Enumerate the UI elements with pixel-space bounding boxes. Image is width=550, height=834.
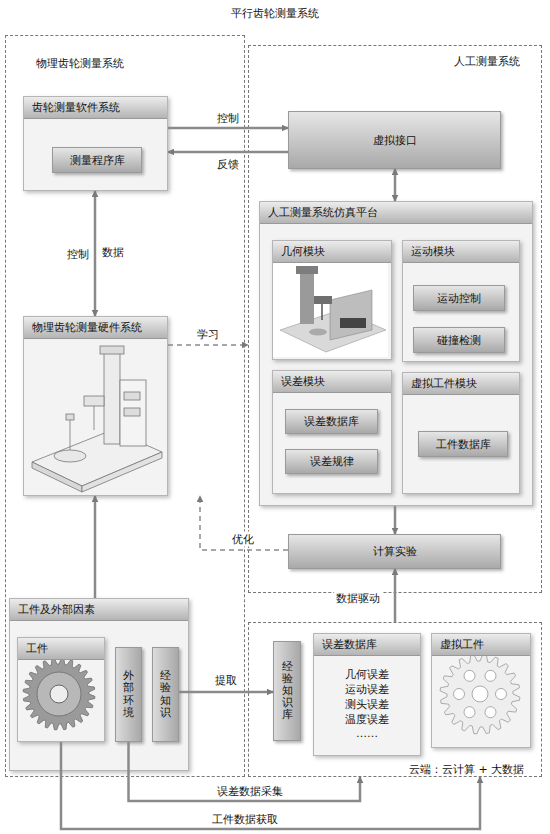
box-label: 经验知识 [160, 670, 171, 718]
region-title: 云端：云计算 + 大数据 [409, 762, 524, 777]
process-box: 误差数据库 [285, 409, 378, 434]
box-label: 工件数据库 [436, 437, 491, 452]
box-label: 经验知识库 [282, 661, 293, 721]
hardware-machine-drawing [32, 346, 162, 492]
box-label: 虚拟接口 [373, 133, 417, 148]
edge-label: 提取 [213, 673, 239, 688]
panel-heading: 物理齿轮测量硬件系统 [24, 317, 167, 339]
module-panel: 测量程序库 齿轮测量软件系统 [23, 96, 168, 191]
module-panel: 工件数据库 虚拟工件模块 [402, 372, 520, 494]
process-box: 工件数据库 [418, 431, 508, 457]
region-title: 物理齿轮测量系统 [36, 56, 124, 71]
edge-label: 反馈 [215, 157, 241, 172]
panel-heading: 几何模块 [273, 241, 391, 263]
gear-hole [454, 689, 465, 700]
edge-label: 学习 [195, 327, 221, 342]
panel-heading: 虚拟工件模块 [403, 373, 519, 395]
vertical-box: 经验知识 [152, 647, 179, 742]
gear-workpiece-picture [23, 658, 95, 730]
flow-arrow [94, 191, 97, 316]
gear-web [37, 672, 81, 716]
gear-hole [496, 689, 507, 700]
flow-arrow [179, 691, 273, 694]
process-box: 碰撞检测 [413, 327, 505, 353]
flow-arrow [61, 742, 480, 829]
box-label: 运动控制 [437, 291, 481, 306]
box-label: 计算实验 [373, 544, 417, 559]
vertical-box: 外部环境 [115, 647, 142, 742]
process-box: 虚拟接口 [288, 111, 501, 169]
flow-arrow [394, 506, 397, 534]
gear-hole [485, 707, 496, 718]
gear-outline [440, 654, 520, 734]
module-panel: 运动控制碰撞检测 运动模块 [402, 240, 520, 362]
flow-arrow [168, 151, 288, 154]
edge-label: 数据驱动 [334, 591, 382, 606]
panel-heading: 误差模块 [273, 371, 391, 393]
panel-heading: 误差数据库 [314, 634, 420, 656]
free-label: 数据 [100, 245, 126, 260]
gear-bore [50, 685, 68, 703]
edge-label: 误差数据采集 [215, 784, 285, 799]
edge-label: 控制 [215, 111, 241, 126]
box-label: 测量程序库 [70, 153, 125, 168]
box-label: 外部环境 [123, 670, 134, 718]
gear-outline [23, 658, 95, 730]
region-title: 人工测量系统 [454, 54, 520, 69]
module-panel: 误差数据库几何误差 运动误差 测头误差 温度误差 …… [313, 633, 421, 756]
flow-arrow [168, 127, 288, 130]
process-box: 计算实验 [288, 534, 501, 569]
flow-arrow [394, 169, 397, 201]
gear-hole [485, 670, 496, 681]
panel-heading: 虚拟工件 [432, 634, 530, 656]
panel-heading: 人工测量系统仿真平台 [260, 202, 532, 224]
box-label: 误差数据库 [304, 414, 359, 429]
edge-label: 控制 [65, 246, 91, 261]
gear-bore [472, 686, 488, 702]
panel-heading: 运动模块 [403, 241, 519, 263]
panel-heading: 齿轮测量软件系统 [24, 97, 167, 119]
flow-arrow [94, 496, 97, 598]
module-panel: 误差数据库误差规律 误差模块 [272, 370, 392, 494]
panel-heading: 工件及外部因素 [10, 599, 188, 621]
dashed-arrow [200, 496, 288, 550]
panel-heading: 工件 [18, 638, 104, 660]
flow-arrow [129, 742, 361, 801]
box-label: 误差规律 [310, 454, 354, 469]
diagram-title: 平行齿轮测量系统 [0, 6, 550, 21]
process-box: 误差规律 [285, 449, 378, 474]
dashed-arrow [168, 344, 248, 346]
process-box: 测量程序库 [52, 147, 142, 173]
edge-label: 工件数据获取 [210, 812, 280, 827]
gear-hole [464, 670, 475, 681]
vertical-box: 经验知识库 [273, 641, 301, 741]
virtual-gear-picture [440, 654, 520, 734]
panel-body-text: 几何误差 运动误差 测头误差 温度误差 …… [342, 668, 392, 742]
process-box: 运动控制 [413, 285, 505, 311]
box-label: 碰撞检测 [437, 333, 481, 348]
geometry-model-image [273, 262, 388, 357]
gear-hole [464, 707, 475, 718]
flow-arrow [394, 569, 397, 622]
edge-label: 优化 [230, 532, 256, 547]
